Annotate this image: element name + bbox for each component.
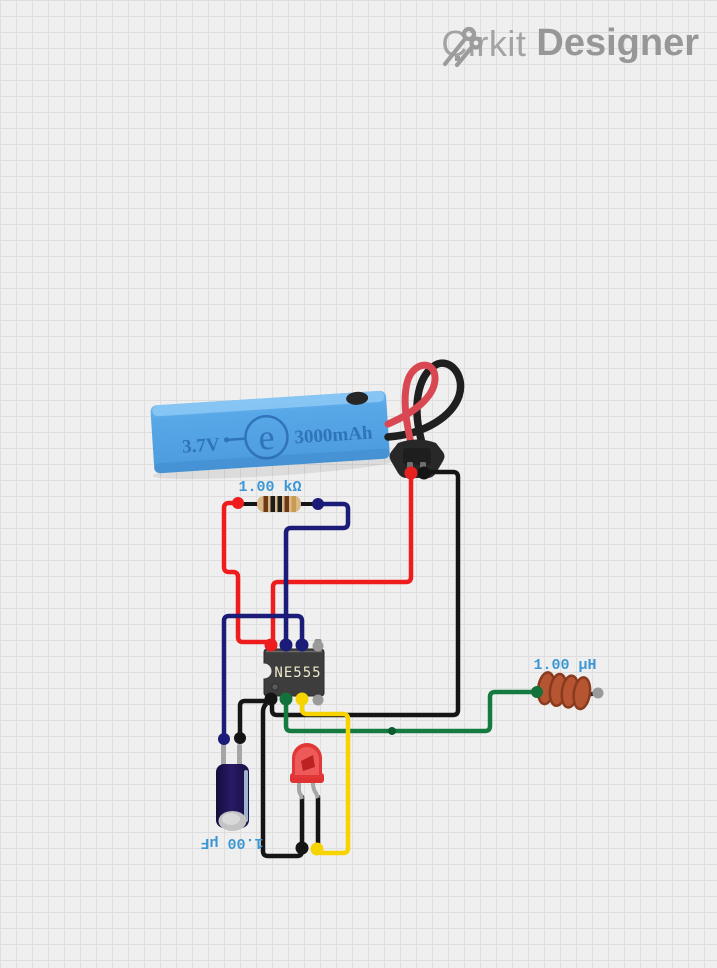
junction-dots[interactable]: [218, 466, 604, 856]
junction-ic-pin2[interactable]: [279, 692, 293, 706]
wire-green-pin2-to-inductor[interactable]: [283, 689, 538, 734]
resistor-value-label[interactable]: 1.00 kΩ: [238, 479, 301, 496]
inductor-value-label[interactable]: 1.00 µH: [533, 657, 596, 674]
battery-wire-red[interactable]: [384, 361, 439, 452]
junction-inductor-left[interactable]: [531, 686, 543, 698]
junction-battery-positive[interactable]: [404, 466, 418, 480]
junction-inductor-right-unconnected[interactable]: [592, 687, 604, 699]
junction-ic-pin4-unconnected[interactable]: [312, 694, 324, 706]
capacitor-value-label[interactable]: 1.00 µF: [200, 834, 263, 851]
junction-led-anode[interactable]: [310, 842, 324, 856]
wire-navy-resistor-to-pin7[interactable]: [283, 501, 351, 646]
capacitor-lead-left: [221, 744, 226, 770]
resistor-band-1: [263, 496, 268, 512]
logo-suite-text: Designer: [536, 22, 699, 64]
battery-bottom-shade: [154, 448, 390, 474]
wire-navy-cap-to-pin6[interactable]: [221, 613, 305, 740]
junction-resistor-right[interactable]: [312, 498, 324, 510]
battery-hole: [346, 391, 369, 405]
junction-cap-left[interactable]: [218, 733, 230, 745]
battery-lipo[interactable]: 3.7V 3000mAh e: [148, 390, 397, 484]
svg-text:e: e: [257, 417, 276, 458]
junction-ic-pin8[interactable]: [264, 638, 278, 652]
resistor-1k[interactable]: 1.00 kΩ: [238, 479, 318, 512]
wire-black-battery-to-pin1[interactable]: [269, 469, 461, 718]
battery-pigtail[interactable]: [384, 359, 465, 456]
led-leg-right: [311, 781, 320, 799]
junction-ic-pin6[interactable]: [295, 638, 309, 652]
junction-ic-pin5-unconnected[interactable]: [312, 640, 324, 652]
led-die: [301, 755, 315, 771]
inductor-coil[interactable]: [536, 671, 592, 711]
app-logo: Cirkit Designer: [441, 22, 699, 68]
battery-capacity-label: 3000mAh: [294, 422, 374, 448]
battery-wire-black[interactable]: [384, 359, 465, 456]
ic-pin1-dimple: [271, 683, 279, 691]
junction-ic-pin3[interactable]: [295, 692, 309, 706]
junction-resistor-left[interactable]: [232, 497, 244, 509]
junction-led-cathode[interactable]: [295, 841, 309, 855]
capacitor-lead-right: [237, 744, 242, 770]
led-leg-left: [297, 781, 304, 800]
resistor-band-2: [270, 496, 275, 512]
led-red[interactable]: [290, 743, 324, 800]
resistor-band-4: [284, 496, 289, 512]
junction-cap-right[interactable]: [234, 732, 246, 744]
junction-battery-negative[interactable]: [417, 466, 431, 480]
ic-part-label: NE555: [274, 665, 321, 681]
wire-red-resistor-to-pin8[interactable]: [221, 500, 273, 645]
battery-e-logo: e: [223, 414, 289, 460]
junction-ic-pin1[interactable]: [264, 692, 278, 706]
wire-black-pin1-to-cap[interactable]: [237, 698, 273, 739]
capacitor-bottom-shine: [222, 813, 240, 825]
junction-green-node[interactable]: [388, 727, 396, 735]
connector-slot: [403, 448, 431, 465]
capacitor-highlight: [244, 770, 248, 822]
inductor-1uh[interactable]: 1.00 µH: [533, 657, 598, 711]
resistor-band-5: [291, 496, 296, 512]
resistor-band-3: [277, 496, 282, 512]
battery-voltage-label: 3.7V: [182, 434, 221, 457]
cirkit-logo-icon: [443, 26, 483, 68]
capacitor-body[interactable]: [216, 764, 249, 828]
wire-red-battery-to-pin8[interactable]: [270, 469, 414, 646]
battery-top-edge: [152, 390, 385, 417]
battery-shadow: [152, 456, 397, 480]
junction-ic-pin7[interactable]: [279, 638, 293, 652]
capacitor-electrolytic[interactable]: 1.00 µF: [200, 744, 264, 851]
ic-notch: [256, 663, 272, 679]
